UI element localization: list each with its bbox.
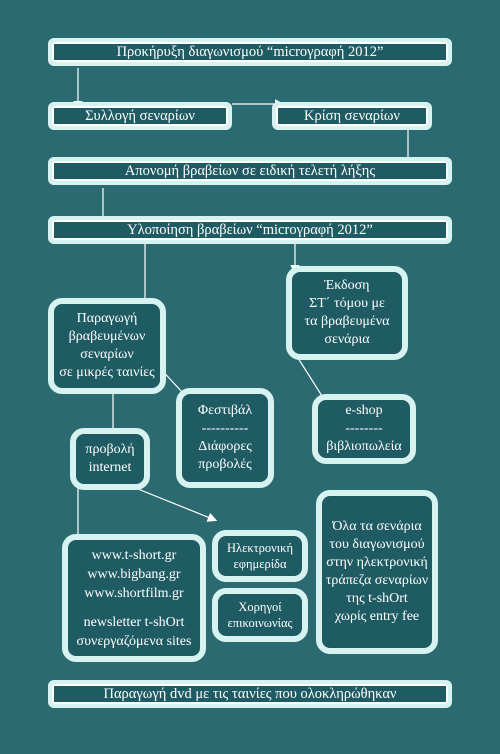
sponsors-line-2: επικοινωνίας bbox=[227, 616, 293, 630]
production-line-1: Παραγωγή bbox=[76, 311, 138, 326]
box-sponsors: Χορηγοί επικοινωνίας bbox=[212, 588, 308, 642]
bank-line-3: στην ηλεκτρονική bbox=[326, 555, 428, 570]
edition-line-4: σενάρια bbox=[324, 332, 370, 347]
banner-awards: Απονομή βραβείων σε ειδική τελετή λήξης bbox=[48, 157, 452, 185]
festivals-line-3: Διάφορες bbox=[198, 439, 252, 454]
festivals-line-1: Φεστιβάλ bbox=[197, 403, 253, 418]
sites-line-6: συνεργαζόμενα sites bbox=[76, 633, 192, 649]
box-production: Παραγωγή βραβευμένων σεναρίων σε μικρές … bbox=[48, 298, 166, 394]
production-line-4: σε μικρές ταινίες bbox=[59, 365, 155, 380]
line-internet-to-newspaper bbox=[127, 484, 218, 522]
newspaper-line-1: Ηλεκτρονική bbox=[227, 541, 293, 555]
sponsors-line-1: Χορηγοί bbox=[238, 600, 282, 614]
bank-line-4: τράπεζα σεναρίων bbox=[325, 573, 429, 588]
bank-line-2: του διαγωνισμού bbox=[329, 537, 425, 552]
banner-contest: Προκήρυξη διαγωνισμού “microγραφή 2012” bbox=[48, 38, 452, 66]
box-eshop: e-shop -------- βιβλιοπωλεία bbox=[312, 394, 416, 464]
festivals-line-4: προβολές bbox=[198, 457, 252, 472]
internet-line-1: προβολή bbox=[85, 442, 135, 457]
box-edition: Έκδοση ΣΤ΄ τόμου με τα βραβευμένα σενάρι… bbox=[286, 266, 408, 360]
box-festivals: Φεστιβάλ ---------- Διάφορες προβολές bbox=[176, 388, 274, 488]
bank-line-5: της t-shOrt bbox=[346, 591, 408, 606]
edition-line-2: ΣΤ΄ τόμου με bbox=[309, 296, 385, 311]
bank-line-1: Όλα τα σενάρια bbox=[332, 519, 422, 534]
sites-line-5: newsletter t-shOrt bbox=[83, 614, 185, 630]
box-sites: www.t-short.gr www.bigbang.gr www.shortf… bbox=[62, 534, 206, 662]
box-bank: Όλα τα σενάρια του διαγωνισμού στην ηλεκ… bbox=[316, 490, 438, 654]
edition-line-1: Έκδοση bbox=[324, 278, 370, 293]
eshop-line-1: e-shop bbox=[345, 403, 383, 418]
banner-dvd: Παραγωγή dvd με τις ταινίες που ολοκληρώ… bbox=[48, 680, 452, 708]
box-internet: προβολή internet bbox=[70, 428, 150, 490]
sites-line-3: www.shortfilm.gr bbox=[84, 585, 184, 601]
box-newspaper: Ηλεκτρονική εφημερίδα bbox=[212, 530, 308, 582]
eshop-line-3: βιβλιοπωλεία bbox=[326, 439, 402, 454]
edition-line-3: τα βραβευμένα bbox=[304, 314, 390, 329]
newspaper-line-2: εφημερίδα bbox=[233, 557, 287, 571]
sites-line-4 bbox=[68, 603, 200, 613]
banner-implementation: Υλοποίηση βραβείων “microγραφή 2012” bbox=[48, 216, 452, 244]
bank-line-6: χωρίς entry fee bbox=[334, 609, 420, 624]
sites-line-2: www.bigbang.gr bbox=[87, 566, 181, 582]
banner-judging: Κρίση σεναρίων bbox=[272, 102, 432, 130]
sites-line-1: www.t-short.gr bbox=[91, 547, 177, 563]
banner-collection: Συλλογή σεναρίων bbox=[48, 102, 232, 130]
production-line-2: βραβευμένων bbox=[68, 329, 146, 344]
production-line-3: σεναρίων bbox=[80, 347, 134, 362]
line-edition-to-eshop bbox=[297, 357, 323, 397]
festivals-line-2: ---------- bbox=[201, 421, 249, 436]
internet-line-2: internet bbox=[88, 460, 132, 475]
eshop-line-2: -------- bbox=[345, 421, 383, 436]
